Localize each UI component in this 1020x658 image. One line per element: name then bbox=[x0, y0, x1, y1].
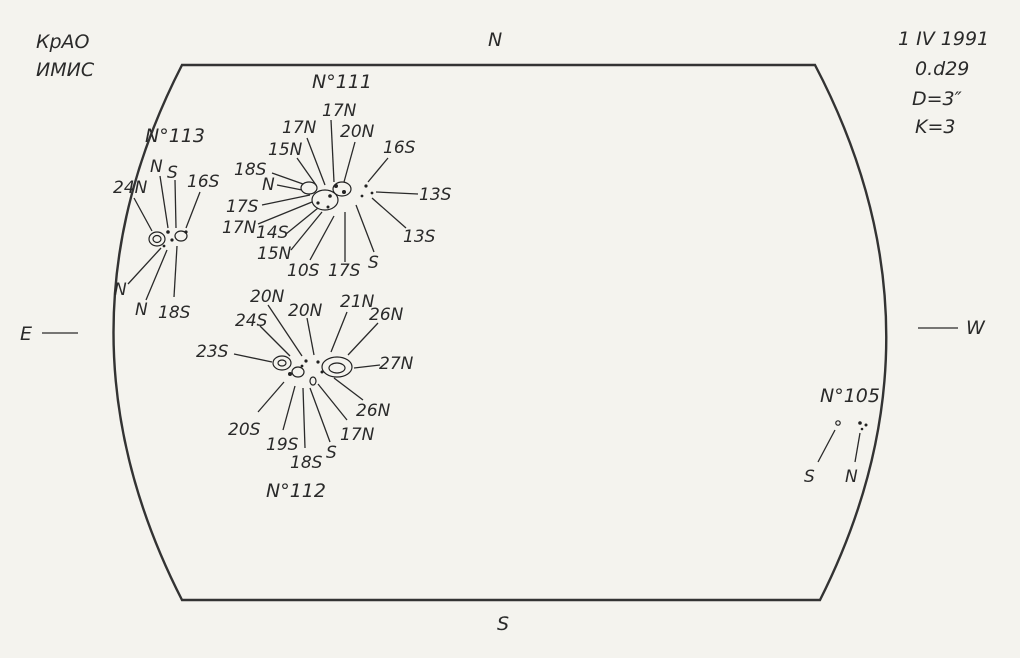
pore bbox=[170, 238, 174, 242]
cardinal-south: S bbox=[497, 613, 509, 635]
spot bbox=[835, 420, 841, 426]
label: 16S bbox=[383, 138, 416, 158]
label: 24N bbox=[113, 178, 148, 198]
label: 27N bbox=[379, 354, 414, 374]
label: 24S bbox=[235, 311, 268, 331]
observatory-line-2: ИМИС bbox=[36, 59, 95, 81]
label: 17N bbox=[222, 218, 257, 238]
pore bbox=[864, 423, 868, 427]
label: 17S bbox=[226, 197, 259, 217]
group-111-title: N°111 bbox=[312, 71, 372, 93]
label: 14S bbox=[256, 223, 289, 243]
spot bbox=[332, 181, 352, 197]
observatory-line-1: КрАО bbox=[36, 31, 90, 53]
pore bbox=[184, 230, 188, 234]
cardinal-west: W bbox=[966, 317, 986, 339]
group-113-title: N°113 bbox=[145, 125, 205, 147]
pore bbox=[316, 360, 320, 364]
label: 13S bbox=[419, 185, 452, 205]
pore bbox=[320, 370, 324, 374]
cardinal-east: E bbox=[20, 323, 32, 345]
label: 23S bbox=[196, 342, 229, 362]
spot-umbra bbox=[277, 359, 287, 367]
pore bbox=[364, 184, 368, 188]
pore bbox=[166, 230, 170, 234]
label: 20N bbox=[340, 122, 375, 142]
label: S bbox=[167, 163, 178, 183]
label: 18S bbox=[158, 303, 191, 323]
spot-umbra bbox=[152, 234, 162, 244]
observation-time: 0.d29 bbox=[915, 58, 969, 80]
spot bbox=[272, 355, 292, 371]
observation-date: 1 IV 1991 bbox=[898, 28, 989, 50]
pore bbox=[316, 201, 320, 205]
pore bbox=[360, 194, 364, 198]
k-value: K=3 bbox=[915, 116, 955, 138]
spot bbox=[148, 231, 166, 247]
label: N bbox=[845, 467, 858, 487]
label: N bbox=[135, 300, 148, 320]
spot bbox=[291, 366, 305, 378]
label: 20S bbox=[228, 420, 261, 440]
group-105-title: N°105 bbox=[820, 385, 880, 407]
spot-umbra bbox=[328, 362, 346, 374]
label: S bbox=[368, 253, 379, 273]
cardinal-north: N bbox=[488, 29, 502, 51]
group-111: N°111 17N 17N 20N 16S 15N 18S N bbox=[222, 71, 452, 281]
label: S bbox=[804, 467, 815, 487]
pore bbox=[162, 244, 166, 248]
pore bbox=[342, 190, 346, 194]
label: 17N bbox=[282, 118, 317, 138]
label: 26N bbox=[369, 305, 404, 325]
spot bbox=[174, 230, 188, 242]
label: 20N bbox=[250, 287, 285, 307]
pore bbox=[370, 191, 374, 195]
group-112-title: N°112 bbox=[266, 480, 326, 502]
label: 10S bbox=[287, 261, 320, 281]
solar-disk-frame bbox=[112, 63, 888, 602]
pore bbox=[304, 359, 308, 363]
pore bbox=[858, 421, 862, 425]
label: 15N bbox=[268, 140, 303, 160]
spot bbox=[300, 181, 318, 195]
spot bbox=[321, 356, 353, 378]
label: 21N bbox=[340, 292, 375, 312]
group-113: N°113 N S 16S 24N N N 18S bbox=[113, 125, 220, 323]
label: N bbox=[150, 157, 163, 177]
label: 13S bbox=[403, 227, 436, 247]
label: 20N bbox=[288, 301, 323, 321]
pore bbox=[326, 205, 330, 209]
label: S bbox=[326, 443, 337, 463]
label: 19S bbox=[266, 435, 299, 455]
label: 26N bbox=[356, 401, 391, 421]
label: 15N bbox=[257, 244, 292, 264]
label: 17N bbox=[340, 425, 375, 445]
spot bbox=[311, 189, 339, 211]
label: 18S bbox=[290, 453, 323, 473]
pore bbox=[288, 372, 292, 376]
label: N bbox=[114, 280, 127, 300]
group-112: N°112 20N 24S 20N 21N 26N 23S 27N 20S 19… bbox=[196, 287, 414, 502]
pore bbox=[334, 184, 338, 188]
label: 16S bbox=[187, 172, 220, 192]
group-105: N°105 S N bbox=[804, 385, 880, 487]
label: 17S bbox=[328, 261, 361, 281]
label: 17N bbox=[322, 101, 357, 121]
pore bbox=[860, 427, 864, 431]
label: 18S bbox=[234, 160, 267, 180]
label: N bbox=[262, 175, 275, 195]
diameter-value: D=3″ bbox=[912, 88, 962, 110]
pore bbox=[328, 194, 332, 198]
spot bbox=[309, 376, 317, 386]
pore bbox=[300, 364, 304, 368]
